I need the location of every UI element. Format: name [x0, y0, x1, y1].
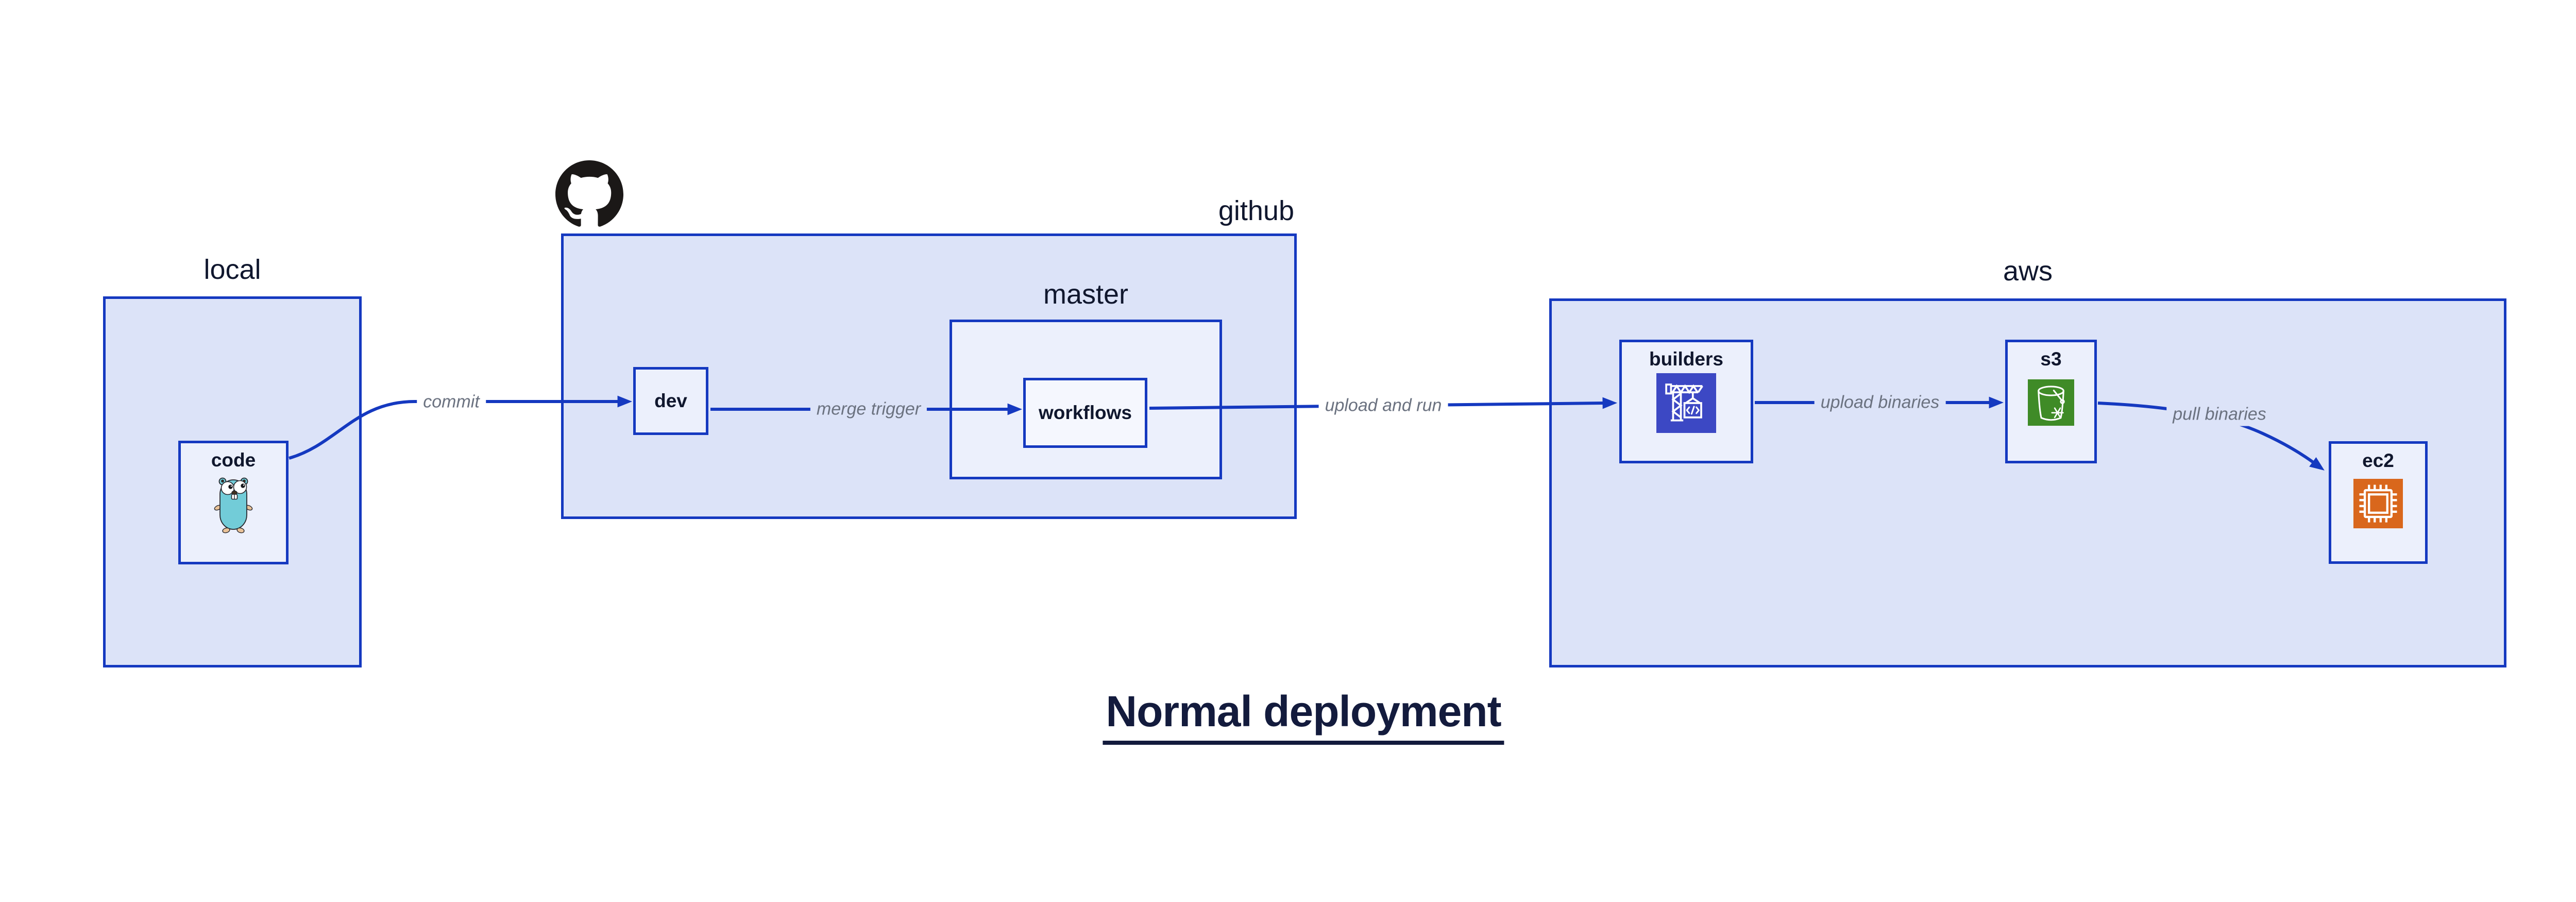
group-label-master: master	[1043, 279, 1129, 310]
node-label-ec2: ec2	[2362, 450, 2394, 471]
edge-label-merge-trigger: merge trigger	[810, 397, 927, 421]
codebuild-crane-icon	[1656, 373, 1716, 433]
node-label-builders: builders	[1649, 348, 1723, 370]
node-ec2: ec2	[2329, 441, 2428, 564]
node-code: code	[178, 441, 289, 564]
group-label-aws: aws	[2003, 256, 2053, 287]
ec2-chip-icon	[2353, 478, 2403, 528]
edge-label-commit: commit	[417, 390, 486, 414]
node-label-workflows: workflows	[1039, 402, 1132, 423]
diagram-title: Normal deployment	[1103, 687, 1504, 745]
edge-label-pull-binaries: pull binaries	[2166, 403, 2273, 426]
go-gopher-icon	[214, 477, 253, 533]
node-label-dev: dev	[654, 390, 687, 411]
node-label-s3: s3	[2040, 348, 2062, 370]
edge-label-upload-and-run: upload and run	[1318, 394, 1448, 417]
s3-bucket-icon	[2028, 379, 2074, 426]
group-label-github: github	[1218, 195, 1294, 226]
node-s3: s3	[2005, 340, 2097, 463]
node-builders: builders	[1619, 340, 1753, 463]
edge-label-upload-binaries: upload binaries	[1814, 391, 1946, 414]
node-dev: dev	[633, 367, 708, 435]
node-label-code: code	[211, 449, 256, 471]
node-workflows: workflows	[1023, 378, 1147, 448]
group-label-local: local	[204, 254, 261, 285]
github-octocat-icon	[555, 160, 623, 227]
